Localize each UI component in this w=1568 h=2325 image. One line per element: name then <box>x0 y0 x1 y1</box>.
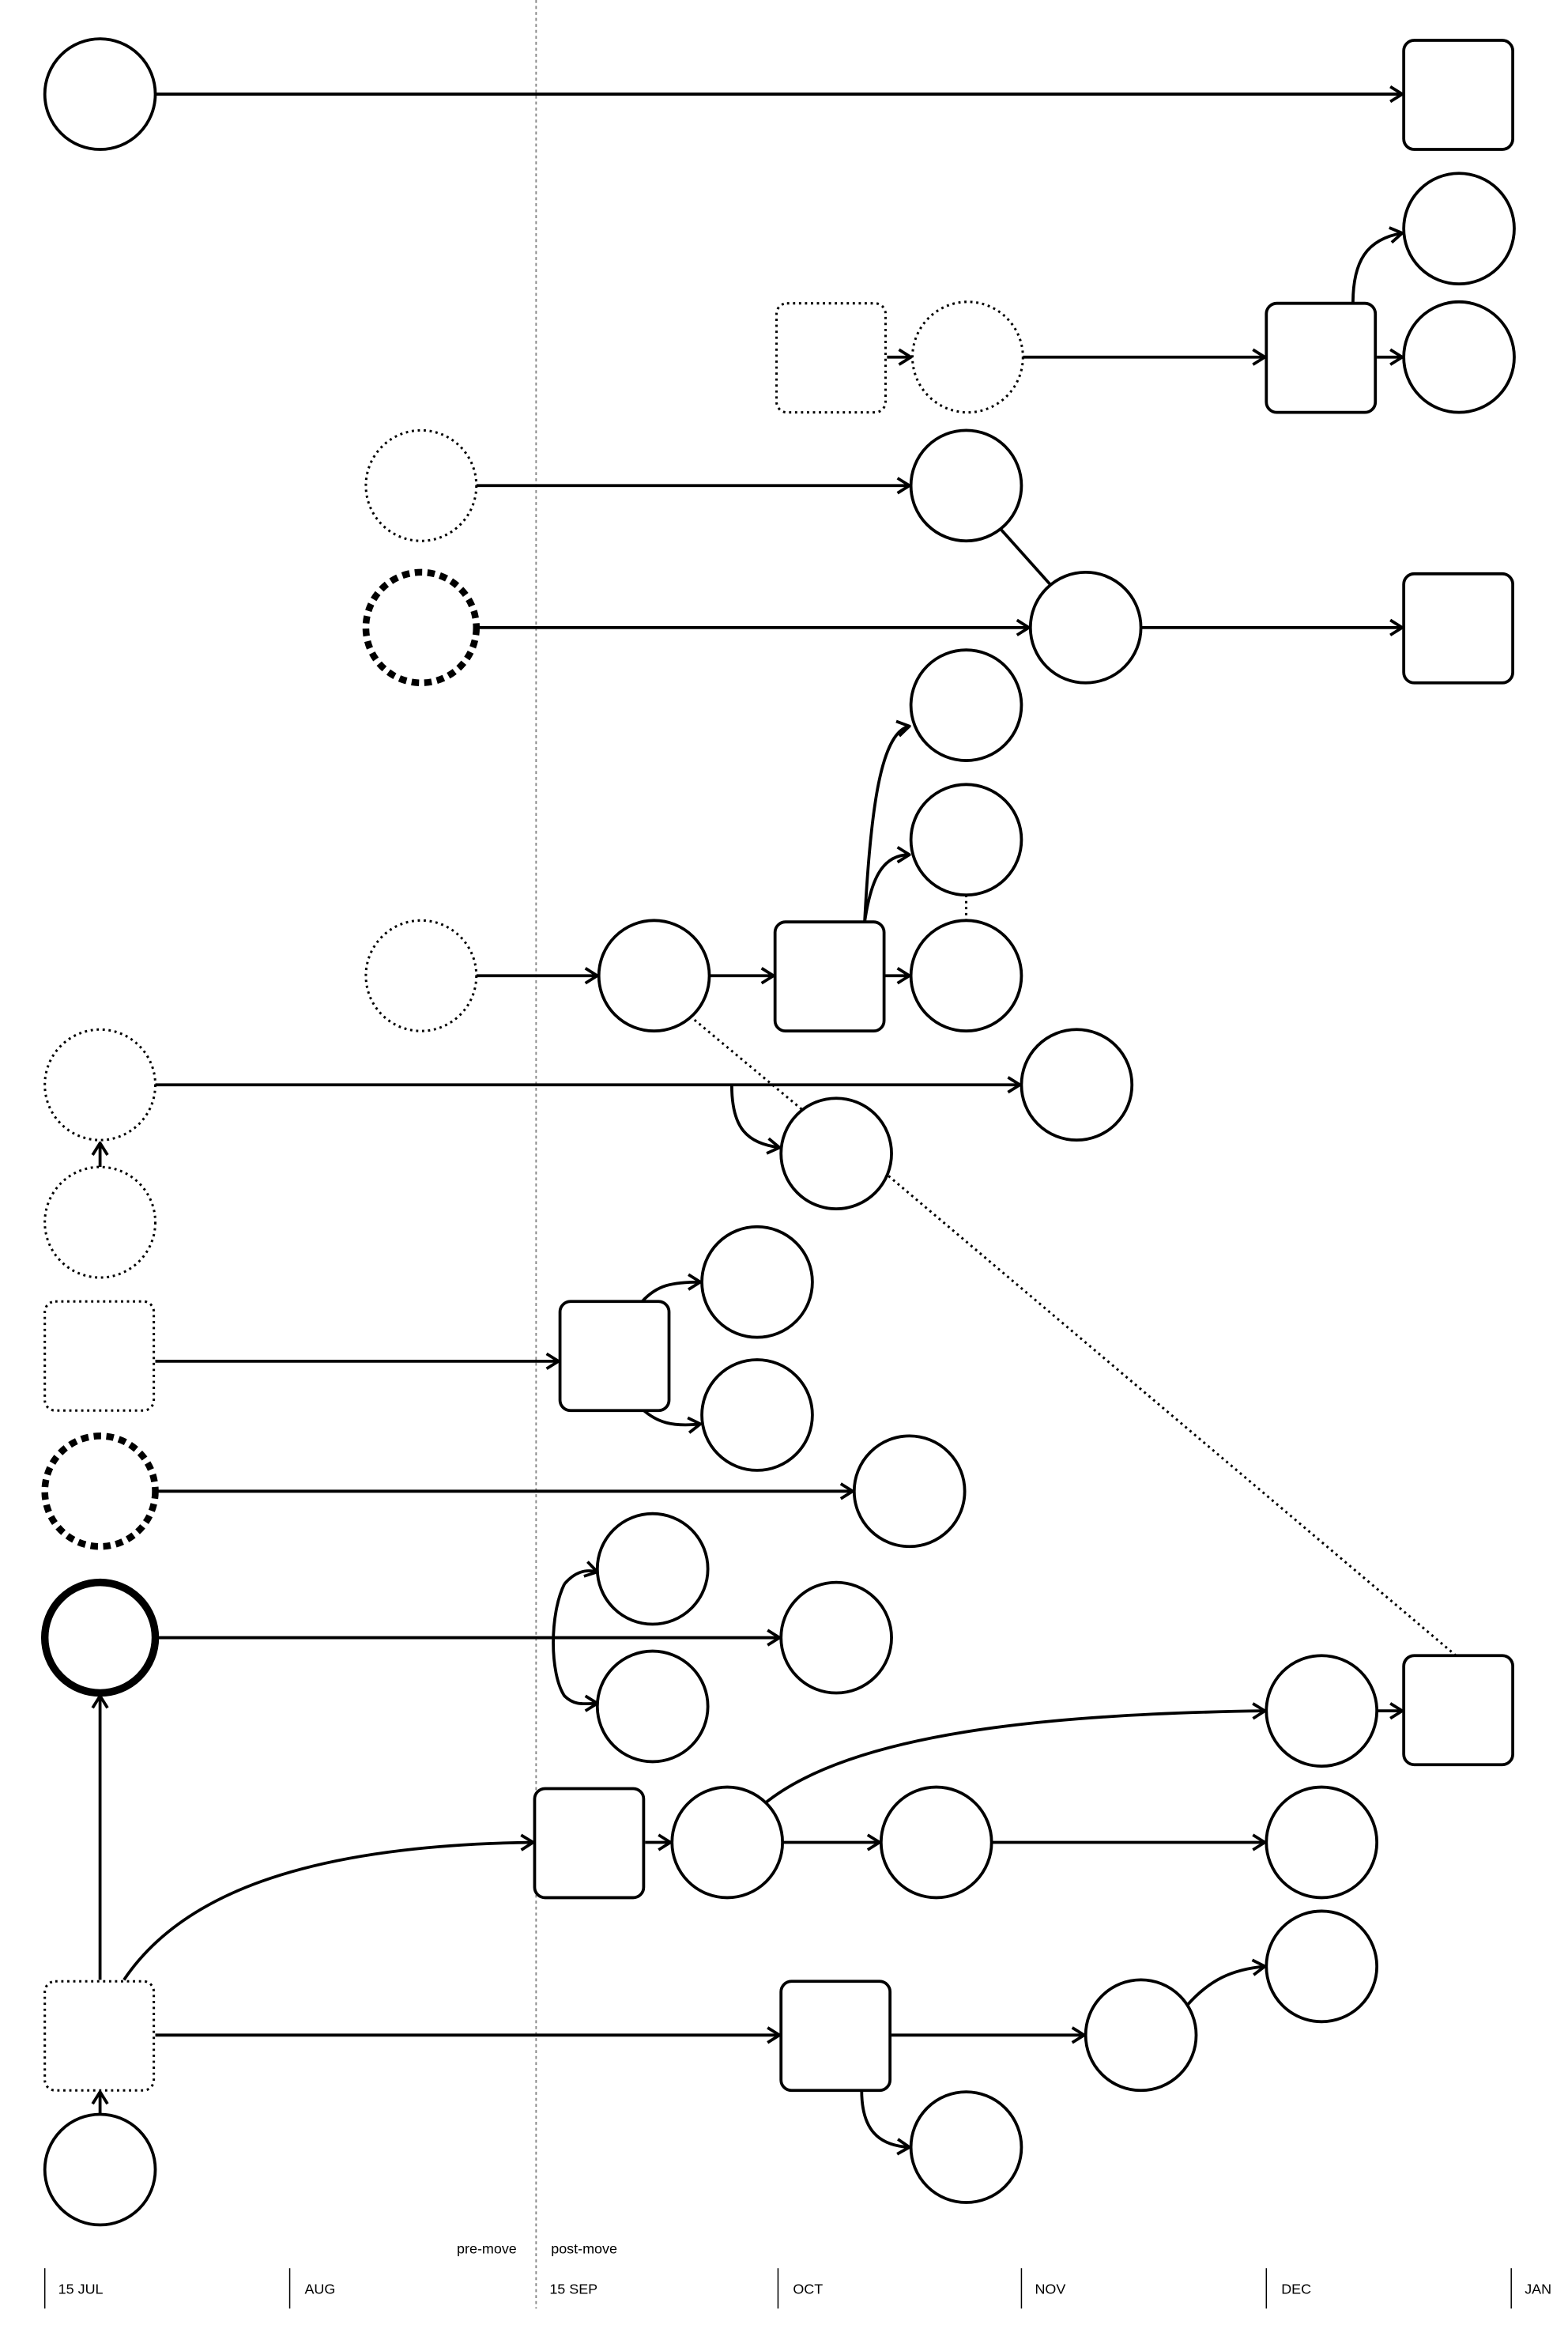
event-node[interactable] <box>1402 300 1516 414</box>
event-node[interactable] <box>700 1225 814 1339</box>
task-node[interactable] <box>1402 1654 1514 1767</box>
planned-event-node[interactable] <box>43 1165 157 1279</box>
event-node[interactable] <box>779 1096 893 1210</box>
event-node[interactable] <box>852 1434 967 1549</box>
edges <box>100 94 1457 2147</box>
task-node[interactable] <box>779 1980 892 2093</box>
axis-label: AUG <box>304 2281 335 2297</box>
event-node[interactable] <box>595 1649 710 1764</box>
axis-label: 15 JUL <box>58 2281 104 2297</box>
planned-event-node[interactable] <box>910 300 1024 414</box>
event-node[interactable] <box>779 1580 893 1695</box>
pre-move-label: pre-move <box>457 2240 517 2256</box>
event-node[interactable] <box>43 2112 157 2227</box>
event-node[interactable] <box>1265 1909 1379 2024</box>
axis-label: JAN <box>1525 2281 1551 2297</box>
tentative-event-node[interactable] <box>362 568 481 687</box>
task-node[interactable] <box>773 920 886 1033</box>
axis-label: OCT <box>793 2281 823 2297</box>
axis-label: 15 SEP <box>549 2281 597 2297</box>
event-node[interactable] <box>670 1785 785 1900</box>
event-node[interactable] <box>595 1512 710 1626</box>
task-node[interactable] <box>1402 572 1514 685</box>
event-node[interactable] <box>909 428 1023 543</box>
planned-task-node[interactable] <box>43 1980 156 2092</box>
axis-label: DEC <box>1281 2281 1311 2297</box>
event-node[interactable] <box>43 37 157 151</box>
event-node[interactable] <box>597 919 711 1033</box>
planned-task-node[interactable] <box>775 302 887 414</box>
task-node[interactable] <box>1402 39 1514 151</box>
task-node[interactable] <box>558 1300 671 1413</box>
event-node[interactable] <box>909 783 1023 897</box>
tentative-event-node[interactable] <box>41 1432 159 1550</box>
event-node[interactable] <box>1402 172 1516 286</box>
task-node[interactable] <box>1265 301 1378 414</box>
planned-event-node[interactable] <box>364 428 478 542</box>
event-node[interactable] <box>909 919 1023 1033</box>
axis-label: NOV <box>1035 2281 1065 2297</box>
nodes <box>40 37 1516 2227</box>
key-event-node[interactable] <box>40 1578 160 1697</box>
planned-event-node[interactable] <box>43 1028 157 1142</box>
timeline-axis: 15 JUL AUG 15 SEP OCT NOV DEC JAN <box>43 2268 1551 2309</box>
task-node[interactable] <box>533 1787 646 1900</box>
event-node[interactable] <box>1028 571 1143 685</box>
post-move-label: post-move <box>551 2240 617 2256</box>
event-node[interactable] <box>1265 1654 1379 1768</box>
event-node[interactable] <box>909 648 1023 762</box>
event-node[interactable] <box>1084 1978 1198 2093</box>
event-node[interactable] <box>700 1358 814 1472</box>
event-node[interactable] <box>1020 1028 1134 1142</box>
event-node[interactable] <box>909 2090 1023 2204</box>
event-node[interactable] <box>879 1785 993 1900</box>
event-node[interactable] <box>1265 1785 1379 1900</box>
planned-task-node[interactable] <box>43 1300 156 1412</box>
planned-event-node[interactable] <box>364 919 478 1032</box>
